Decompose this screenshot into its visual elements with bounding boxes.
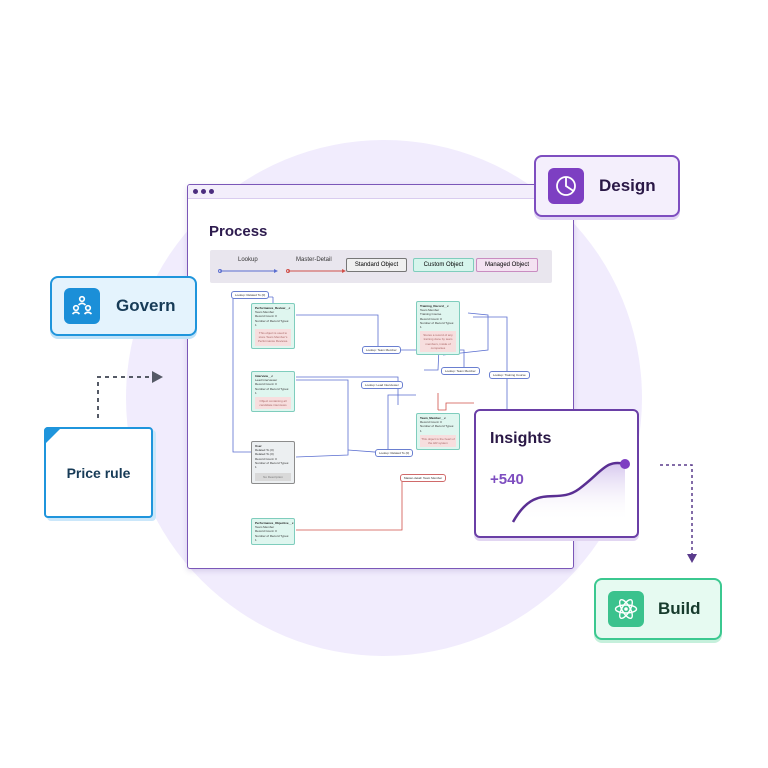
govern-label: Govern [116,296,176,315]
page-title: Process [209,223,268,240]
process-window: Process Lookup Master-Detail Standard Ob… [187,184,574,569]
design-label: Design [599,176,656,195]
legend-lookup-label: Lookup [238,257,258,263]
window-dot[interactable] [193,189,198,194]
relationship-label: Lookup: Team Member [362,346,401,354]
atom-icon [608,591,644,627]
insights-label: Insights [490,430,552,447]
card-corner-tab [44,427,62,445]
object-node-user[interactable]: User Related To (0) Related To (0) Recor… [251,441,295,485]
window-titlebar [188,185,573,199]
relationship-label: Lookup: Related To (0) [231,291,270,299]
design-card[interactable]: Design [534,155,680,217]
relationship-label: Lookup: Team Member [441,367,480,375]
window-dot[interactable] [201,189,206,194]
pie-chart-icon [548,168,584,204]
insights-trend-graph [511,459,630,523]
object-node-training-record[interactable]: Training_Record__c Team Member Training … [416,301,460,356]
legend-line-samples [218,269,346,273]
price-rule-card[interactable]: Price rule [44,427,153,518]
relationship-label: Lookup: Training Course [489,371,530,379]
insights-value: +540 [490,471,524,488]
object-node-performance-review[interactable]: Performance_Review__c Team Member Record… [251,303,295,349]
window-dot[interactable] [209,189,214,194]
legend-custom-object: Custom Object [413,258,474,272]
diagram-legend: Lookup Master-Detail Standard Object Cus… [210,250,552,283]
legend-managed-object: Managed Object [476,258,538,272]
build-label: Build [658,599,701,618]
object-node-team-member[interactable]: Team_Member__c Record Count: 0 Number of… [416,413,460,451]
relationship-label: Master-detail: Team Member [400,474,447,482]
govern-card[interactable]: Govern [50,276,197,336]
legend-master-detail-label: Master-Detail [296,257,332,263]
insights-card[interactable]: Insights +540 [474,409,639,538]
price-rule-label: Price rule [66,464,131,481]
relationship-label: Lookup: Related To (0) [375,449,414,457]
object-node-interview[interactable]: Interview__c Lead Interviewer Record Cou… [251,371,295,413]
legend-standard-object: Standard Object [346,258,407,272]
relationship-label: Lookup: Lead Interviewer [361,381,403,389]
build-card[interactable]: Build [594,578,722,640]
people-network-icon [64,288,100,324]
object-node-performance-objective[interactable]: Performance_Objective__c Team Member Rec… [251,518,295,546]
